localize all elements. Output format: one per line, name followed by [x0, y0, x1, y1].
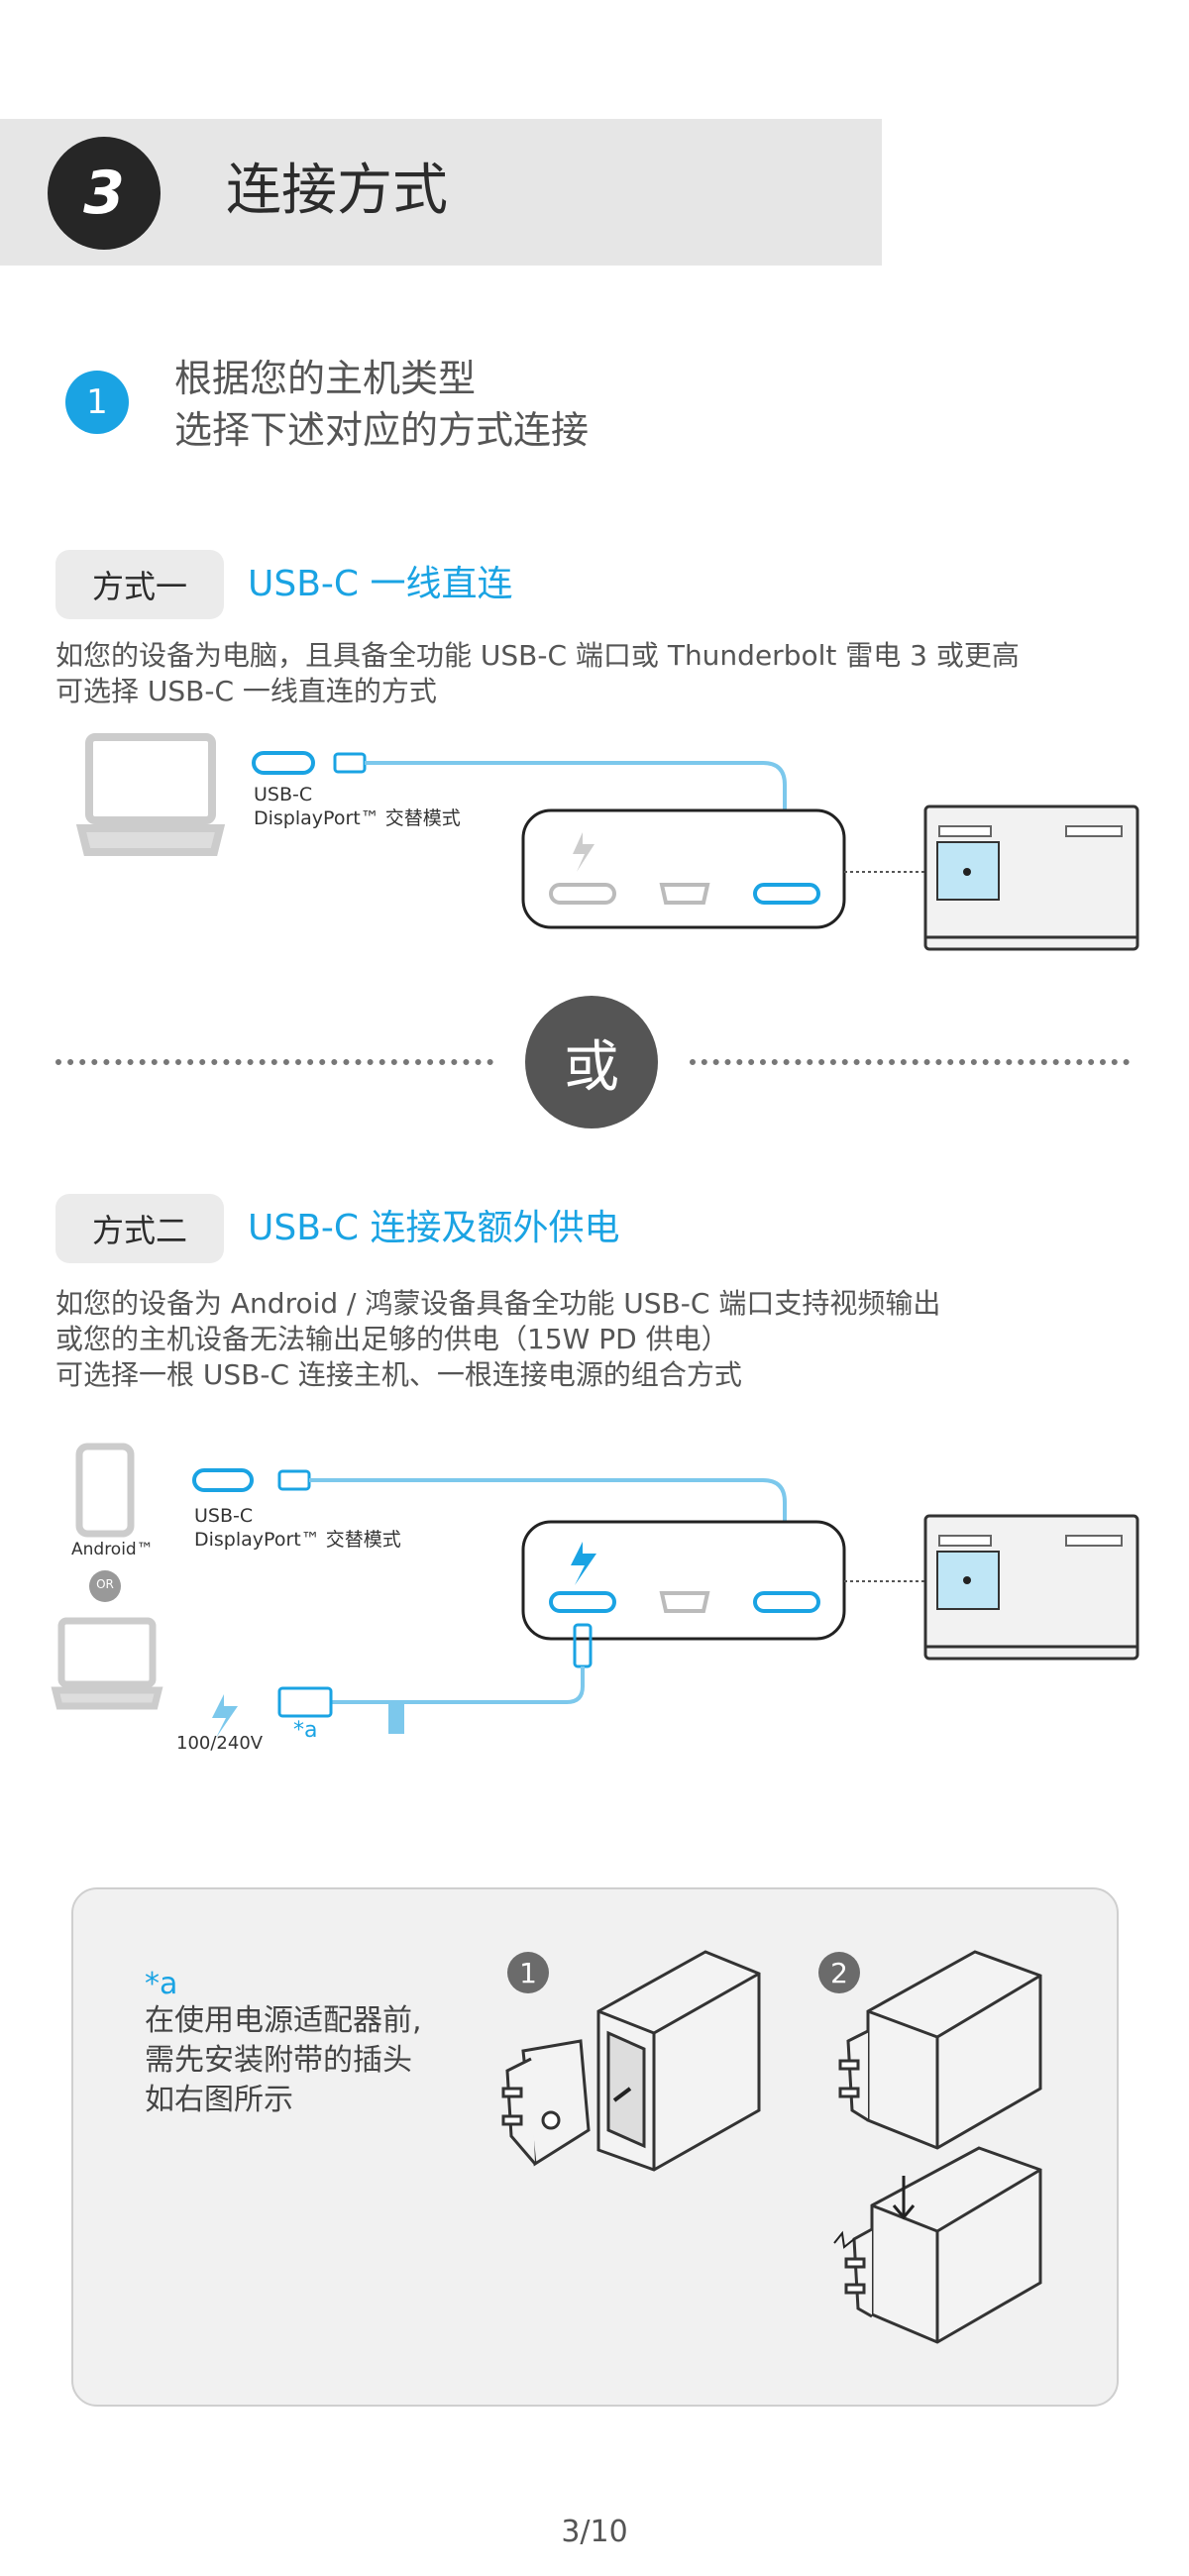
or-small-label: OR: [96, 1577, 114, 1591]
hdmi-port-icon: [659, 883, 710, 905]
adapter-assembled-icon: [838, 1950, 1042, 2150]
power-bolt-icon: [573, 832, 594, 872]
adapter-mark: *a: [293, 1718, 318, 1743]
phone-icon: [75, 1443, 135, 1538]
power-cable-line: [327, 1666, 585, 1704]
intro-line-1: 根据您的主机类型: [174, 357, 477, 400]
laptop-icon: [75, 733, 226, 856]
page-number: 3/10: [561, 2515, 628, 2549]
method1-tag: 方式一: [55, 550, 224, 619]
step2-badge: 2: [818, 1952, 860, 1993]
cable-tie: [388, 1700, 404, 1734]
method2-description: 如您的设备为 Android / 鸿蒙设备具备全功能 USB-C 端口支持视频输…: [55, 1287, 941, 1391]
adapter-body-icon: [596, 1950, 761, 2172]
or-badge: 或: [525, 996, 658, 1128]
power-adapter-icon: [277, 1686, 333, 1718]
android-label: Android™: [71, 1540, 154, 1559]
laptop-icon: [51, 1617, 163, 1710]
method2-port-label: USB-C DisplayPort™ 交替模式: [194, 1505, 401, 1551]
note-text: 在使用电源适配器前, 需先安装附带的插头 如右图所示: [145, 2003, 422, 2117]
step-number-badge: 3: [48, 137, 161, 250]
monitor-back-icon: [923, 1514, 1139, 1661]
hub-icon: [521, 808, 846, 929]
step1-badge: 1: [507, 1952, 549, 1993]
note-mark: *a: [145, 1967, 178, 2001]
arrow-down-icon: [892, 2176, 916, 2220]
divider-right: [690, 1059, 1130, 1065]
method1-title: USB-C 一线直连: [248, 564, 513, 604]
method1-description: 如您的设备为电脑，且具备全功能 USB-C 端口或 Thunderbolt 雷电…: [55, 639, 1020, 707]
monitor-back-icon: [923, 805, 1139, 951]
or-small-badge: [89, 1570, 121, 1602]
intro-line-2: 选择下述对应的方式连接: [174, 408, 590, 452]
method1-port-label: USB-C DisplayPort™ 交替模式: [254, 784, 461, 829]
ac-bolt-icon: [212, 1694, 238, 1738]
intro-badge: 1: [65, 371, 129, 434]
usbc-port-icon: [192, 1468, 254, 1492]
adapter-pressed-icon: [844, 2146, 1042, 2344]
voltage-label: 100/240V: [176, 1733, 264, 1754]
divider-left: [55, 1059, 493, 1065]
page-title: 连接方式: [226, 159, 448, 223]
hdmi-port-icon: [659, 1591, 710, 1613]
cable-line: [365, 761, 787, 828]
method2-tag: 方式二: [55, 1194, 224, 1263]
method2-title: USB-C 连接及额外供电: [248, 1208, 620, 1248]
power-bolt-icon: [571, 1542, 596, 1585]
usbc-port-icon: [252, 751, 315, 775]
intro-text: 根据您的主机类型 选择下述对应的方式连接: [174, 353, 589, 456]
cable-line: [309, 1478, 787, 1534]
plug-icon: [501, 2039, 591, 2167]
click-icon: [833, 2230, 855, 2249]
